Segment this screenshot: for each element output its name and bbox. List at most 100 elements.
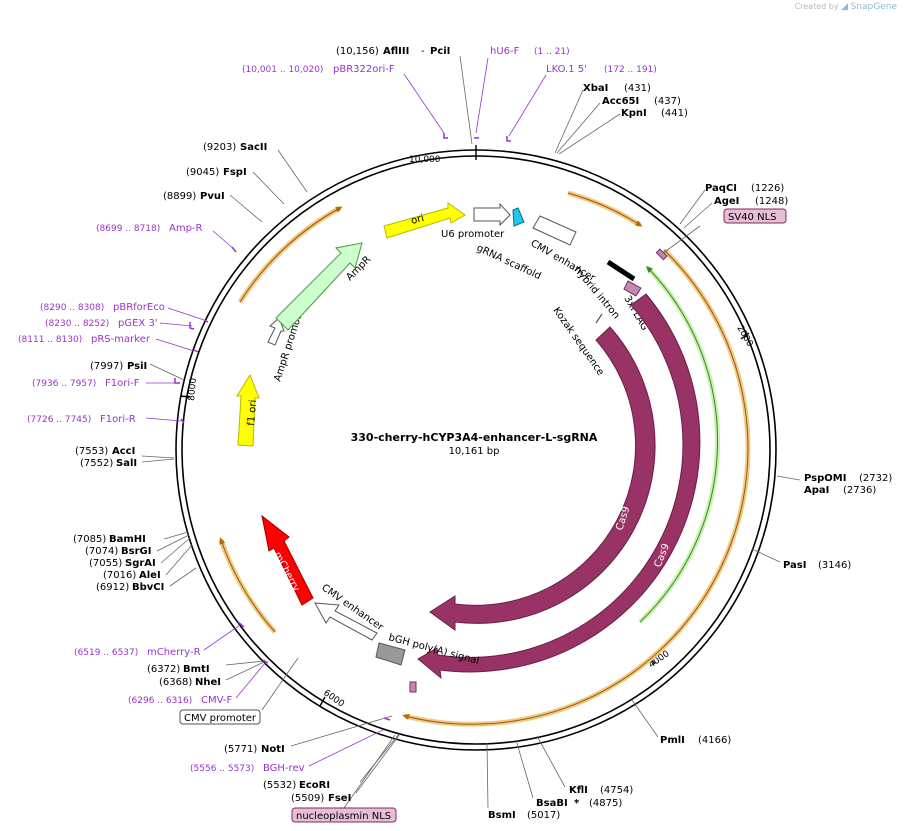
site-salI-name: SalI [116, 458, 137, 469]
leader-Amp-R [212, 230, 235, 250]
orf-mcherry-glow [218, 539, 277, 634]
site-bsmI-name: BsmI [488, 810, 516, 821]
site-pciI-dash: - [421, 46, 425, 57]
orf-top [567, 192, 643, 227]
primer-BGH-rev-name: BGH-rev [263, 763, 305, 774]
map-length: 10,161 bp [449, 446, 500, 457]
feature-cas9-inner [429, 326, 656, 631]
primer-labels: hU6-F (1 .. 21) (10,001 .. 10,020) pBR32… [18, 46, 657, 774]
primer-mark-F1ori-R [180, 418, 185, 424]
leader-sgrAI [160, 537, 191, 564]
feature-kozak [595, 313, 603, 324]
feature-ori [383, 202, 466, 239]
site-kpnI-name: KpnI [621, 108, 647, 119]
site-fspI-pos: (9045) [186, 167, 219, 178]
map-title: 330-cherry-hCYP3A4-enhancer-L-sgRNA [351, 431, 598, 444]
site-bamHI-pos: (7085) [73, 534, 106, 545]
primer-mark-pBRforEco [203, 319, 209, 323]
site-ageI-name: AgeI [714, 196, 739, 207]
primer-mCherry-R-pos: (6519 .. 6537) [74, 648, 138, 658]
primer-F1ori-F-pos: (7936 .. 7957) [32, 379, 96, 389]
leader-pvuI [229, 194, 263, 223]
box-cmv-promoter [179, 709, 261, 725]
leader-notI [290, 715, 393, 747]
leader-BGH-rev [308, 729, 384, 767]
site-pasI-name: PasI [783, 560, 806, 571]
leader-pRS [155, 338, 195, 352]
feature-u6-promoter-label: U6 promoter [441, 229, 505, 240]
orf-cas9 [402, 249, 749, 725]
feature-bgh-polya [375, 642, 406, 666]
leader-pspOMI [776, 475, 801, 481]
site-paqCI-pos: (1226) [751, 183, 784, 194]
site-ecoRI-pos: (5532) [263, 780, 296, 791]
site-fseI-pos: (5509) [291, 793, 324, 804]
site-pmlI-pos: (4166) [698, 735, 731, 746]
leader-bsaBI [515, 739, 534, 799]
site-ageI-pos: (1248) [755, 196, 788, 207]
feature-grna-scaffold [512, 207, 525, 227]
feature-mcherry [261, 514, 314, 606]
leader-kflI [536, 735, 566, 788]
leader-bsrGI [156, 534, 190, 552]
site-sgrAI-name: SgrAI [125, 558, 156, 569]
tick-2000 [740, 332, 750, 340]
primer-leaders [145, 57, 547, 767]
site-apaI-pos: (2736) [843, 485, 876, 496]
site-sgrAI-pos: (7055) [89, 558, 122, 569]
site-pspOMI-pos: (2732) [859, 473, 892, 484]
leader-acc65I [556, 102, 601, 154]
primer-mark-LKO1 [506, 136, 511, 142]
primer-F1ori-F-name: F1ori-F [105, 378, 140, 389]
box-nucleoplasmin-nls [291, 807, 397, 823]
leader-aflIII [459, 55, 473, 145]
site-notI-name: NotI [261, 744, 285, 755]
primer-hU6-F-pos: (1 .. 21) [534, 47, 570, 57]
site-bsaBI-star: * [574, 798, 580, 809]
site-pasI-pos: (3146) [818, 560, 851, 571]
primer-CMV-F-pos: (6296 .. 6316) [128, 696, 192, 706]
leader-nucleoplasmin [343, 734, 396, 809]
leader-salI [141, 458, 175, 463]
site-aleI-name: AleI [139, 570, 161, 581]
primer-pGEX-pos: (8230 .. 8252) [45, 319, 109, 329]
site-pvuI-pos: (8899) [163, 191, 196, 202]
tick-8000 [179, 395, 191, 398]
tick-label-8000: 8000 [187, 377, 199, 401]
site-ecoRI-name: EcoRI [299, 780, 330, 791]
primer-mark-CMV-F [262, 659, 269, 664]
sv40-nls-mark [655, 248, 668, 261]
leader-mCherry-R [203, 624, 241, 651]
snapgene-watermark: Created by ◢ SnapGene [795, 2, 897, 12]
site-bmtI-pos: (6372) [147, 664, 180, 675]
leader-paqCI [679, 189, 706, 225]
box-cmv-promoter-label: CMV promoter [184, 713, 257, 724]
site-bsaBI-pos: (4875) [589, 798, 622, 809]
leader-fseI [355, 733, 401, 794]
leader-pGEX [159, 322, 193, 327]
site-xbaI-pos: (431) [624, 83, 651, 94]
site-accI-name: AccI [112, 446, 135, 457]
orf-green [639, 265, 718, 623]
site-sacII-name: SacII [240, 142, 267, 153]
primer-pGEX-name: pGEX 3' [118, 318, 158, 329]
primer-pRS-pos: (8111 .. 8130) [18, 335, 82, 345]
site-bamHI-name: BamHI [109, 534, 146, 545]
leader-sacII [277, 149, 308, 193]
leader-pBRforEco [167, 307, 205, 321]
enzyme-labels: (10,156) AflIII - PciI XbaI (431) Acc65I… [73, 46, 892, 821]
site-notI-pos: (5771) [224, 744, 257, 755]
primer-F1ori-R-pos: (7726 .. 7745) [27, 415, 91, 425]
orf-amp [239, 206, 343, 303]
feature-f1-ori-label: f1 ori [246, 399, 259, 426]
leader-cmv-promoter [261, 657, 299, 711]
leader-psiI [149, 363, 185, 381]
site-xbaI-name: XbaI [583, 83, 608, 94]
site-bbvCI-pos: (6912) [96, 582, 129, 593]
leader-bamHI [163, 531, 189, 540]
primer-pRS-name: pRS-marker [91, 334, 151, 345]
site-aflIII-name: AflIII [383, 46, 409, 57]
box-sv40-nls-label: SV40 NLS [728, 212, 777, 223]
leader-hU6-F [475, 57, 489, 134]
